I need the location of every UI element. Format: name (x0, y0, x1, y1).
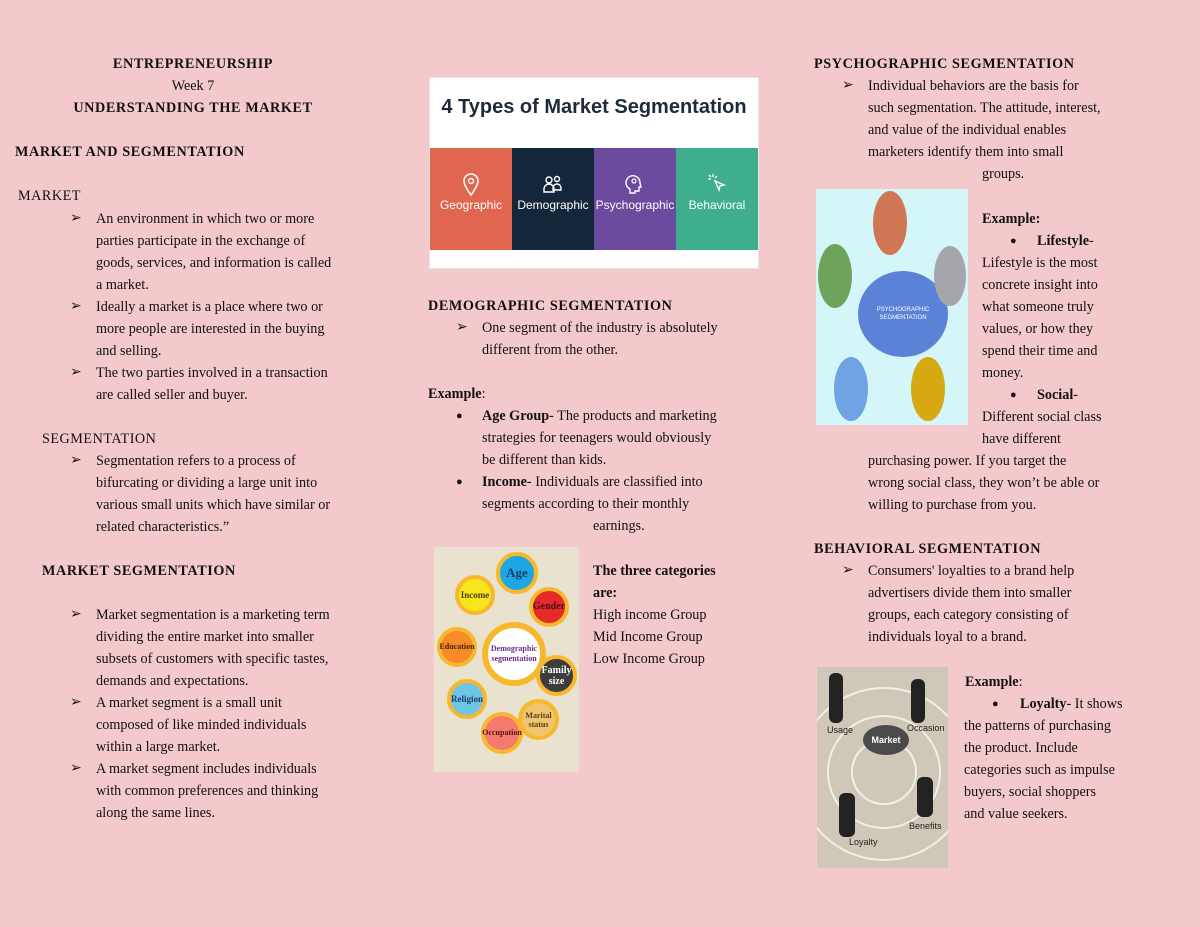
psy-node (834, 357, 868, 421)
demographic-heading: DEMOGRAPHIC SEGMENTATION (428, 298, 673, 314)
arrow-bullet-icon: ➢ (70, 299, 82, 314)
figure-benefits (917, 777, 933, 817)
label-occasion: Occasion (907, 723, 945, 733)
psy-node (873, 191, 907, 255)
type-geographic: Geographic (430, 148, 512, 250)
label-usage: Usage (827, 725, 854, 735)
wheel-income: Income (455, 575, 495, 615)
banner-title: 4 Types of Market Segmentation (441, 96, 747, 118)
list-item: Age Group- The products and marketing st… (482, 408, 717, 468)
three-categories: The three categories are: High income Gr… (593, 563, 716, 667)
type-label: Demographic (517, 198, 589, 212)
demographic-wheel-image: Demographic segmentation Age Gender Fami… (434, 547, 579, 772)
arrow-bullet-icon: ➢ (70, 695, 82, 710)
head-idea-icon (625, 175, 642, 194)
arrow-bullet-icon: ➢ (842, 78, 854, 93)
arrow-bullet-icon: ➢ (456, 320, 468, 335)
wheel-marital-status: Marital status (518, 699, 559, 740)
list-item: Income- Individuals are classified into … (482, 474, 703, 534)
arrow-bullet-icon: ➢ (70, 365, 82, 380)
week-label: Week 7 (171, 78, 215, 94)
location-pin-icon (463, 173, 479, 197)
target-ring (817, 687, 948, 861)
list-item: The two parties involved in a transactio… (96, 365, 328, 403)
type-label: Psychographic (595, 198, 675, 212)
dot-bullet-icon: ● (992, 698, 999, 710)
dot-bullet-icon: ● (456, 410, 463, 422)
segmentation-types-banner: 4 Types of Market Segmentation Geographi… (430, 78, 758, 268)
doc-title: ENTREPRENEURSHIP (112, 56, 274, 72)
figure-usage (829, 673, 843, 723)
section-heading-market-segmentation: MARKET AND SEGMENTATION (15, 144, 245, 160)
arrow-bullet-icon: ➢ (70, 211, 82, 226)
psy-node (934, 246, 966, 306)
cursor-click-icon (708, 174, 727, 193)
arrow-bullet-icon: ➢ (70, 453, 82, 468)
arrow-bullet-icon: ➢ (842, 563, 854, 578)
example-label: Example: (428, 386, 486, 402)
segmentation-heading: SEGMENTATION (42, 431, 157, 447)
label-benefits: Benefits (909, 821, 942, 831)
type-label: Behavioral (688, 198, 746, 212)
psychographic-diagram-image: PSYCHOGRAPHIC SEGMENTATION (816, 189, 968, 425)
list-item: One segment of the industry is absolutel… (482, 320, 718, 358)
type-behavioral: Behavioral (676, 148, 758, 250)
list-item: Ideally a market is a place where two or… (96, 299, 325, 359)
list-item: Loyalty- It shows the patterns of purcha… (964, 696, 1123, 822)
wheel-religion: Religion (447, 679, 487, 719)
wheel-family-size: Family size (536, 655, 577, 696)
wheel-education: Education (437, 627, 477, 667)
type-psychographic: Psychographic (594, 148, 676, 250)
figure-loyalty (839, 793, 855, 837)
type-demographic: Demographic (512, 148, 594, 250)
wheel-gender: Gender (529, 587, 569, 627)
psy-example-label: Example: (982, 211, 1041, 227)
target-ring (827, 715, 941, 829)
market-segmentation-heading: MARKET SEGMENTATION (42, 563, 236, 579)
people-icon (543, 175, 562, 193)
dot-bullet-icon: ● (456, 476, 463, 488)
label-loyalty: Loyalty (849, 837, 878, 847)
wheel-age: Age (496, 552, 538, 594)
behavioral-heading: BEHAVIORAL SEGMENTATION (814, 541, 1042, 557)
arrow-bullet-icon: ➢ (70, 607, 82, 622)
dot-bullet-icon: ● (1010, 235, 1017, 247)
doc-subtitle: UNDERSTANDING THE MARKET (73, 100, 313, 116)
arrow-bullet-icon: ➢ (70, 761, 82, 776)
psychographic-heading: PSYCHOGRAPHIC SEGMENTATION (814, 56, 1075, 72)
behavioral-target-image: Market Usage Occasion Benefits Loyalty (817, 667, 948, 868)
psy-node (911, 357, 945, 421)
type-label: Geographic (439, 198, 503, 212)
target-center: Market (863, 725, 909, 755)
psy-node (818, 244, 852, 308)
beh-example-label: Example: (965, 674, 1023, 690)
dot-bullet-icon: ● (1010, 389, 1017, 401)
psy-center: PSYCHOGRAPHIC SEGMENTATION (858, 271, 948, 357)
wheel-occupation: Occupation (481, 712, 523, 754)
market-heading: MARKET (18, 188, 81, 204)
wheel-center: Demographic segmentation (482, 622, 546, 686)
figure-occasion (911, 679, 925, 723)
